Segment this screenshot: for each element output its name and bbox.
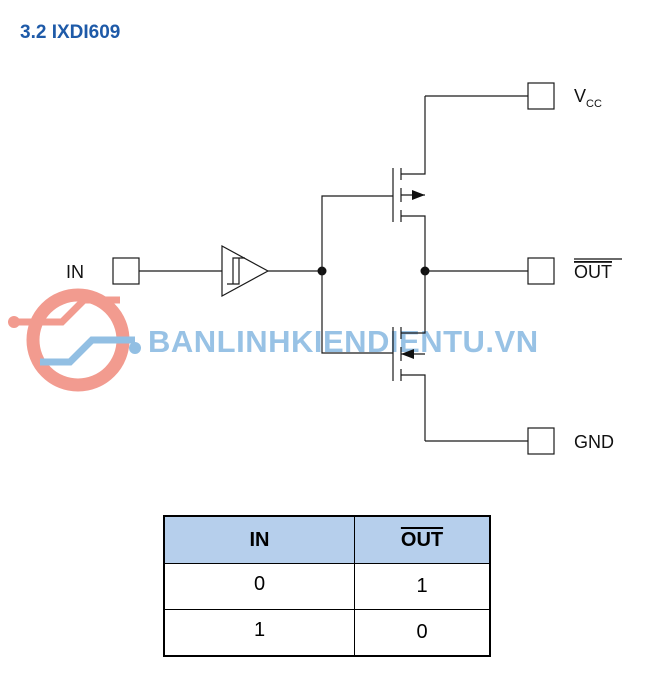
logo-node-right [129,342,141,354]
watermark-text: BANLINHKIENDIENTU.VN [148,324,539,359]
pmos-source-lead [401,96,426,175]
pin-in [112,257,140,285]
pin-vcc-main: V [574,86,586,106]
nmos-drain-lead [401,271,426,334]
pin-gnd [527,427,555,455]
wire-gate-top [321,195,393,271]
nmos-transistor [392,271,426,441]
pin-out-label: OUT [574,262,612,282]
pmos-transistor [392,96,426,271]
cell-out: 0 [354,609,491,657]
pin-out [527,257,555,285]
truth-table-header-row: IN OUT [163,515,491,564]
logo-trace-top [14,296,120,326]
pmos-drain-lead [401,215,426,271]
table-row: 1 0 [163,609,491,657]
logo-trace-bottom [40,336,135,366]
header-in: IN [163,515,355,564]
pin-gnd-label: GND [574,432,614,452]
header-out: OUT [354,515,491,564]
nmos-source-lead [401,374,426,441]
schematic-diagram: BANLINHKIENDIENTU.VN IN VCC OUT [8,82,622,455]
nmos-arrow [401,349,414,359]
cell-in: 0 [163,563,355,610]
pin-vcc-subscript: CC [586,98,602,110]
hysteresis-icon [227,257,245,285]
cell-out: 1 [354,563,491,610]
pin-vcc-label: VCC [574,86,602,110]
pin-in-label: IN [66,262,84,282]
schmitt-buffer [221,244,270,298]
wire-gate-bottom [321,271,393,354]
truth-table: IN OUT 0 1 1 0 [163,515,491,657]
pin-vcc [527,82,555,110]
section-title: 3.2 IXDI609 [20,22,121,43]
watermark-logo [8,288,141,392]
table-row: 0 1 [163,563,491,610]
cell-in: 1 [163,609,355,657]
pmos-arrow [412,190,425,200]
logo-node-left [8,316,20,328]
